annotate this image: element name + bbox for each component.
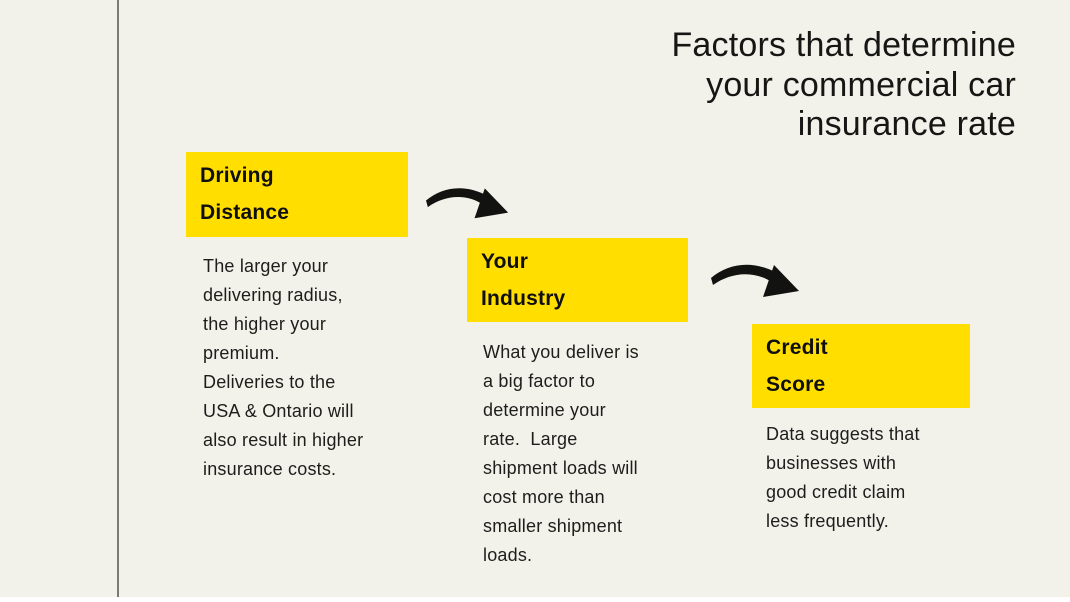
slide-title: Factors that determine your commercial c… bbox=[671, 26, 1016, 143]
curved-arrow-icon bbox=[426, 184, 510, 232]
factor-description-credit-score: Data suggests that businesses with good … bbox=[766, 424, 920, 531]
factor-description-driving-distance: The larger your delivering radius, the h… bbox=[203, 256, 364, 479]
factor-box-driving-distance: Driving Distance bbox=[186, 152, 408, 237]
curved-arrow-icon bbox=[711, 260, 801, 312]
factor-box-credit-score: Credit Score bbox=[752, 324, 970, 408]
factor-heading-driving-distance: Driving Distance bbox=[200, 164, 290, 224]
factor-heading-your-industry: Your Industry bbox=[481, 250, 566, 310]
factor-description-your-industry: What you deliver is a big factor to dete… bbox=[483, 342, 639, 565]
factor-box-your-industry: Your Industry bbox=[467, 238, 688, 322]
factor-heading-credit-score: Credit Score bbox=[766, 336, 828, 396]
bottom-white-strip bbox=[0, 597, 1070, 602]
vertical-divider-line bbox=[117, 0, 119, 597]
